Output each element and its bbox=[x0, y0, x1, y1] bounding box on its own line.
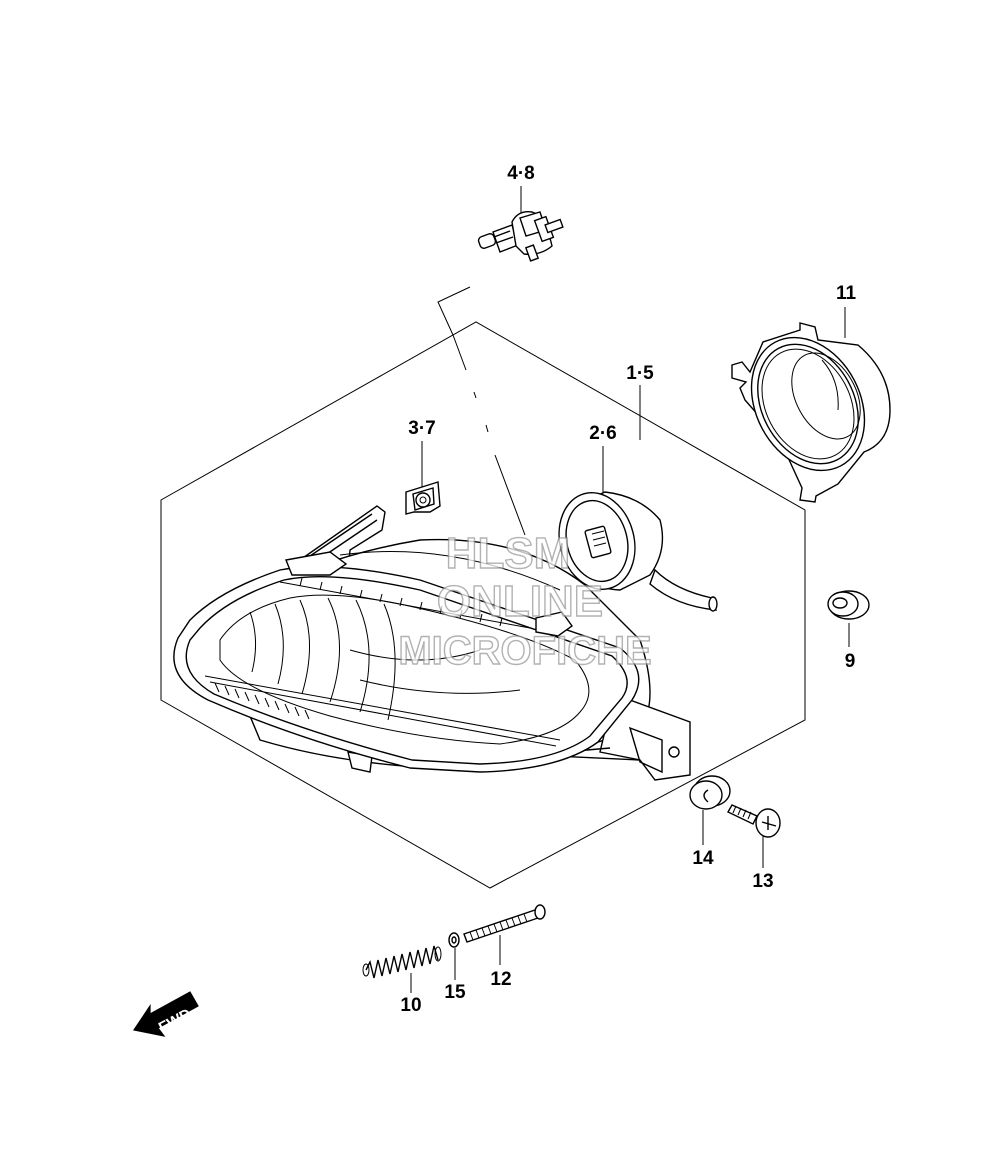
callout-3-7: 3·7 bbox=[408, 418, 435, 439]
callout-13: 13 bbox=[752, 871, 773, 892]
callout-14: 14 bbox=[692, 848, 714, 869]
callout-2-6: 2·6 bbox=[589, 423, 616, 444]
fwd-arrow-icon: FWD bbox=[133, 991, 199, 1037]
callout-4-8: 4·8 bbox=[507, 163, 534, 184]
assembly-outline bbox=[160, 321, 806, 889]
spring-part bbox=[362, 945, 442, 979]
headlight-housing-part bbox=[173, 505, 691, 781]
watermark-line-2: ONLINE bbox=[437, 577, 603, 626]
long-bolt-part bbox=[463, 904, 546, 943]
screw-part bbox=[727, 804, 781, 838]
socket-part bbox=[558, 491, 718, 612]
washer-part bbox=[448, 932, 460, 948]
callout-1-5: 1·5 bbox=[626, 363, 654, 384]
grommet-part bbox=[827, 590, 870, 620]
clip-part bbox=[405, 481, 441, 515]
collar-part bbox=[689, 775, 731, 810]
watermark-line-3: MICROFICHE bbox=[398, 629, 651, 673]
ring-retainer-part bbox=[731, 322, 891, 503]
bulb-part bbox=[477, 211, 564, 262]
watermark-line-1: HLSM bbox=[446, 529, 571, 578]
callout-labels: 4·8 11 1·5 2·6 3·7 9 14 13 10 15 12 bbox=[400, 163, 856, 1016]
callout-15: 15 bbox=[444, 982, 466, 1003]
callout-12: 12 bbox=[490, 969, 511, 990]
callout-9: 9 bbox=[845, 651, 856, 672]
leader-lines bbox=[410, 186, 850, 993]
callout-11: 11 bbox=[836, 283, 857, 304]
callout-10: 10 bbox=[400, 995, 421, 1016]
watermark: HLSM ONLINE MICROFICHE bbox=[398, 528, 653, 673]
